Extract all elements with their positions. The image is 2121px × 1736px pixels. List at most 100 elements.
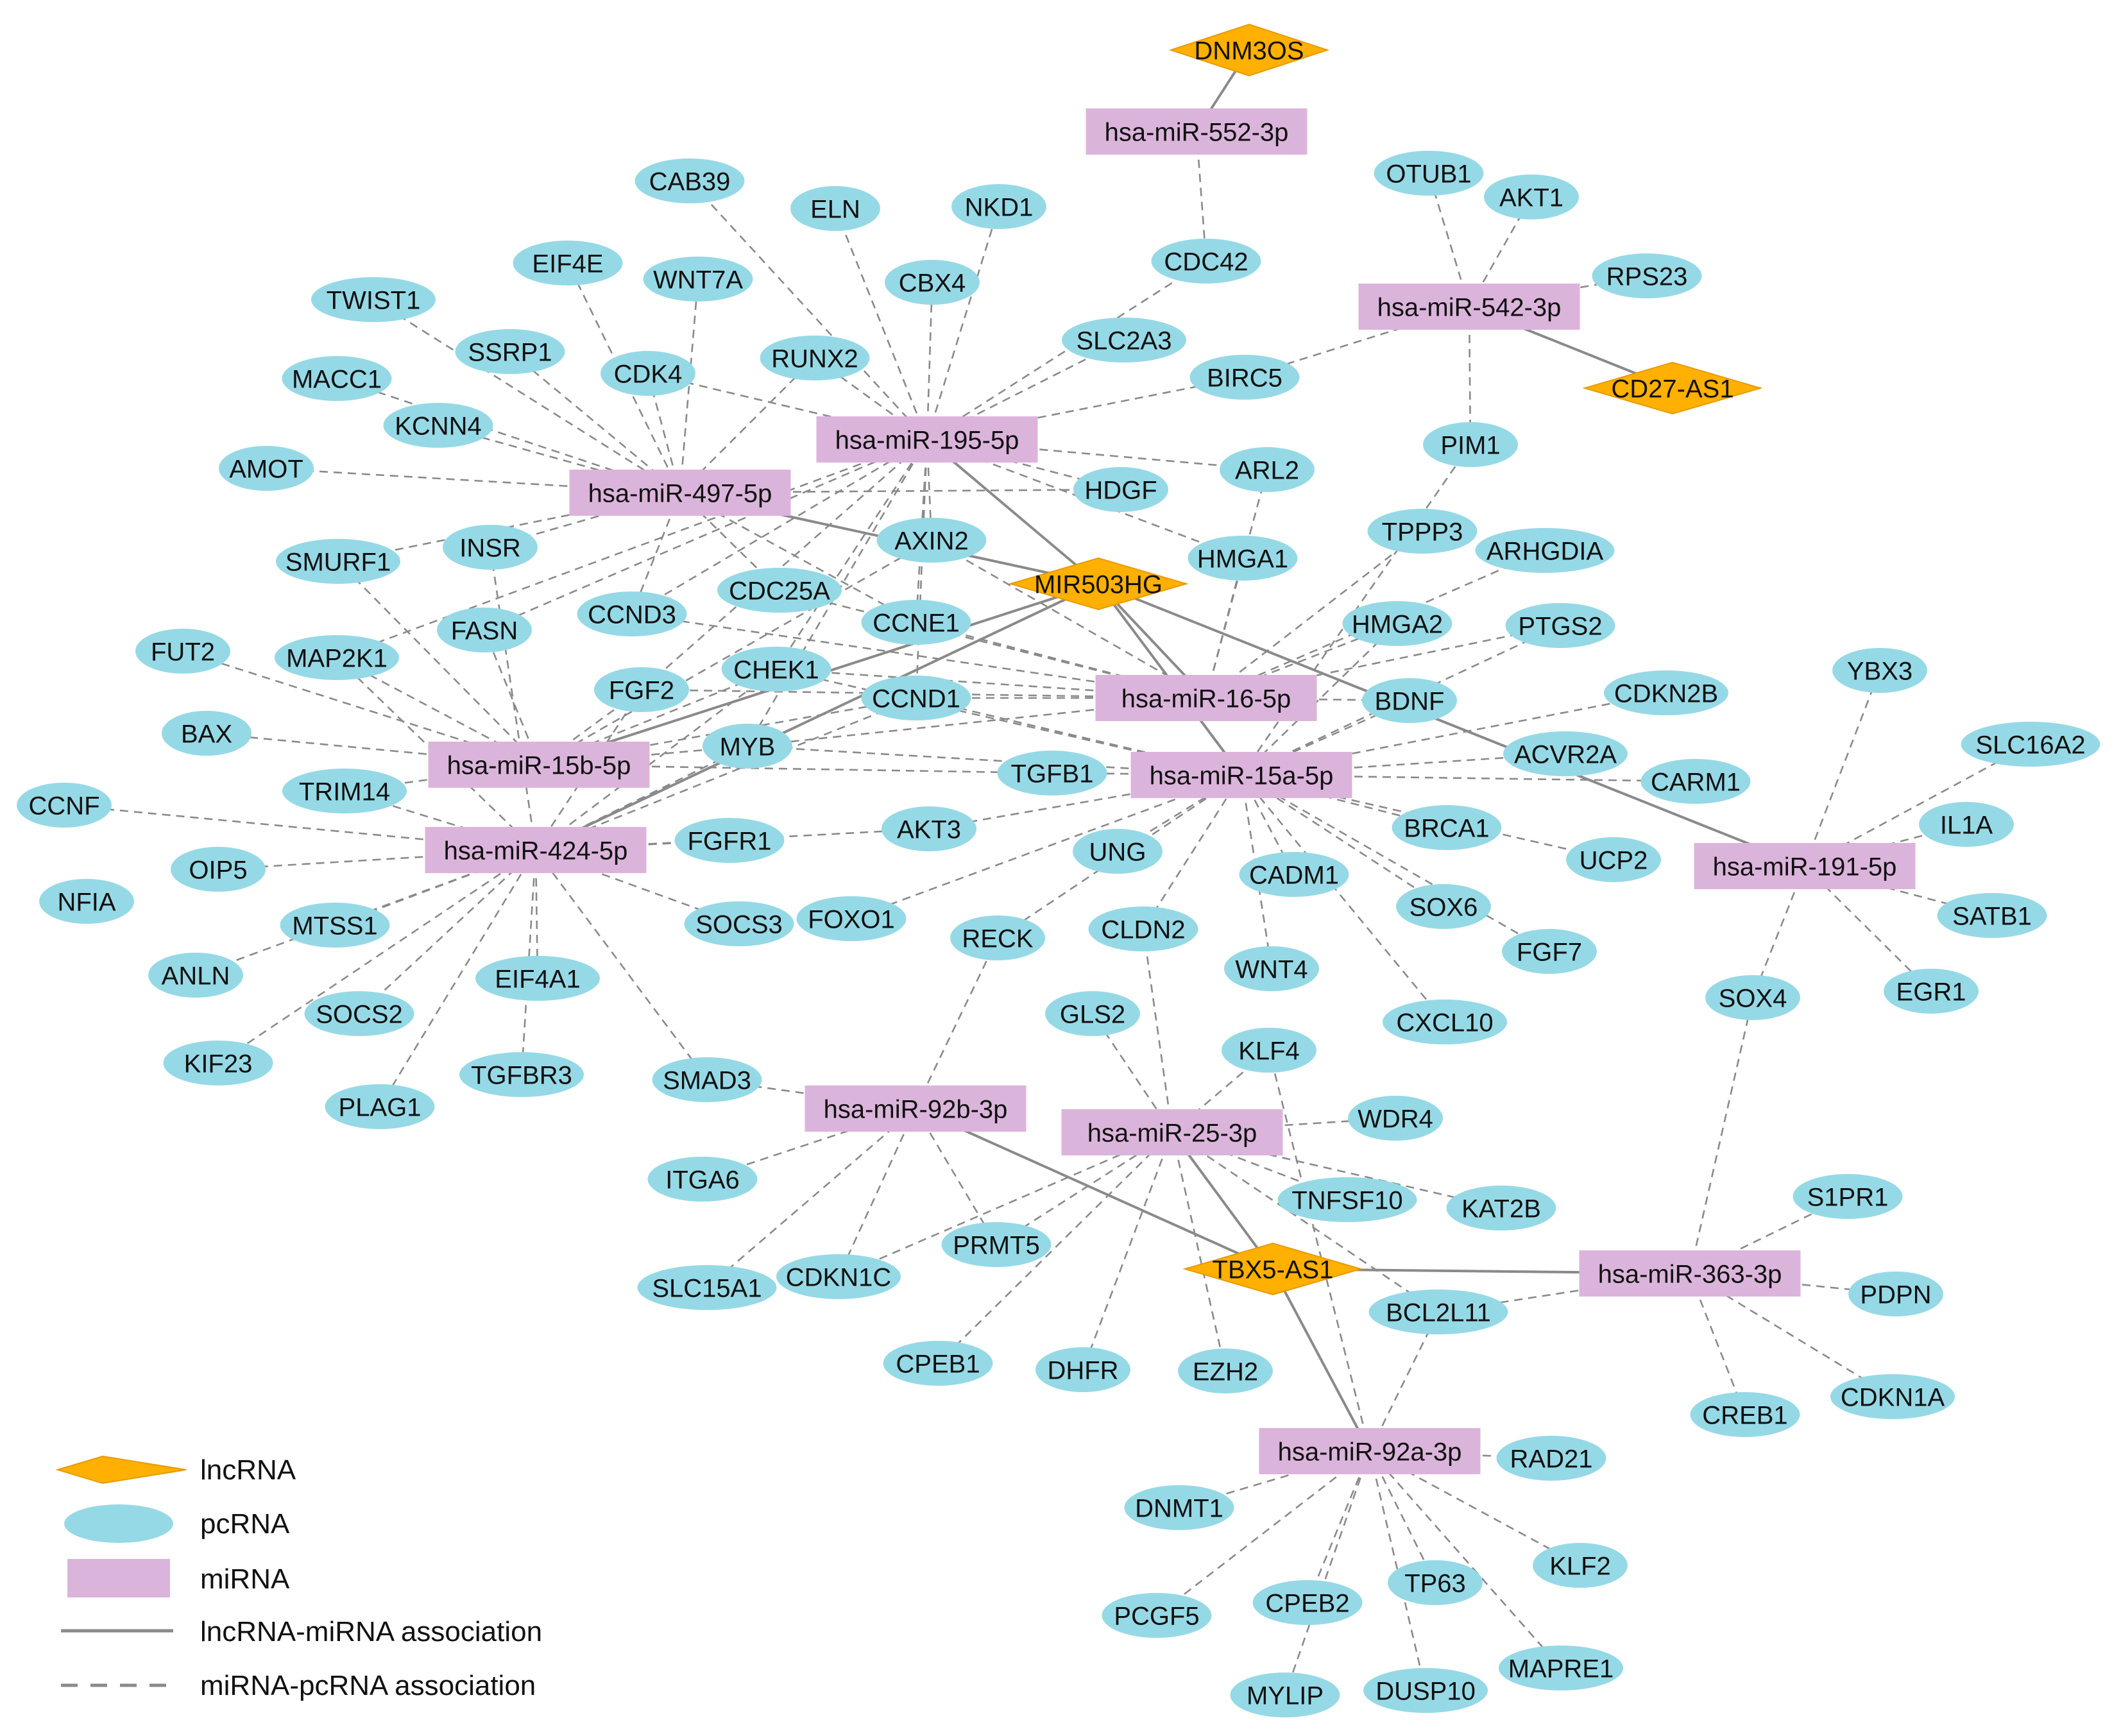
edge-hsa-mir-542-3p-pim1 <box>1468 306 1472 445</box>
pcrna-node-fasn: FASN <box>437 608 532 652</box>
pcrna-node-klf4: KLF4 <box>1222 1028 1316 1073</box>
pcrna-node-arl2: ARL2 <box>1220 447 1315 492</box>
node-label: hsa-miR-92a-3p <box>1278 1438 1462 1466</box>
pcrna-node-nkd1: NKD1 <box>951 184 1046 229</box>
edge-hsa-mir-424-5p-myb <box>535 745 748 851</box>
edge-hsa-mir-195-5p-eln <box>834 208 928 440</box>
pcrna-node-foxo1: FOXO1 <box>796 896 907 941</box>
node-label: CCNE1 <box>873 609 960 637</box>
node-label: DUSP10 <box>1376 1677 1476 1705</box>
edge-hsa-mir-25-3p-dhfr <box>1082 1132 1173 1370</box>
node-label: SLC15A1 <box>652 1274 762 1302</box>
node-label: hsa-miR-92b-3p <box>824 1095 1008 1123</box>
pcrna-ellipse <box>1230 1672 1340 1717</box>
edge-hsa-mir-15a-5p-cxcl10 <box>1240 774 1446 1023</box>
pcrna-ellipse <box>1793 1174 1903 1219</box>
pcrna-node-anln: ANLN <box>148 953 243 998</box>
pcrna-ellipse <box>577 591 687 636</box>
node-label: CREB1 <box>1702 1401 1787 1429</box>
pcrna-ellipse <box>459 1052 584 1097</box>
pcrna-node-tp63: TP63 <box>1388 1560 1483 1605</box>
node-label: SOCS3 <box>695 910 783 939</box>
pcrna-ellipse <box>1102 1593 1212 1638</box>
edge-hsa-mir-15a-5p-chek1 <box>776 668 1242 776</box>
node-label: EGR1 <box>1896 978 1966 1006</box>
node-label: SATB1 <box>1952 902 2032 930</box>
pcrna-node-ung: UNG <box>1073 829 1163 874</box>
edge-hsa-mir-542-3p-birc5 <box>1244 305 1470 379</box>
mirna-box <box>1358 284 1580 330</box>
pcrna-ellipse <box>1252 1580 1363 1625</box>
edge-hsa-mir-92b-3p-cdkn1c <box>837 1108 917 1277</box>
pcrna-node-pcgf5: PCGF5 <box>1102 1593 1212 1638</box>
node-label: SLC2A3 <box>1077 327 1172 355</box>
pcrna-ellipse <box>1035 1347 1130 1392</box>
legend-mirna-symbol <box>67 1559 170 1597</box>
node-label: hsa-miR-363-3p <box>1598 1260 1782 1288</box>
mirna-node-hsa-mir-16-5p: hsa-miR-16-5p <box>1095 675 1317 721</box>
mirna-box <box>1694 843 1916 889</box>
edge-hsa-mir-195-5p-ccnd1 <box>915 439 928 699</box>
pcrna-node-cldn2: CLDN2 <box>1088 906 1198 951</box>
node-label: AXIN2 <box>894 527 969 555</box>
node-label: IL1A <box>1940 811 1993 839</box>
node-label: KLF2 <box>1549 1552 1611 1580</box>
node-label: MACC1 <box>292 365 382 393</box>
pcrna-node-prmt5: PRMT5 <box>941 1222 1052 1267</box>
node-label: FUT2 <box>151 638 215 666</box>
pcrna-node-plag1: PLAG1 <box>325 1084 435 1129</box>
pcrna-node-ccne1: CCNE1 <box>861 600 971 645</box>
edge-hsa-mir-424-5p-smad3 <box>534 849 708 1080</box>
node-label: SOCS2 <box>316 1000 403 1028</box>
pcrna-node-birc5: BIRC5 <box>1189 355 1300 400</box>
mirna-box <box>1259 1428 1481 1474</box>
pcrna-ellipse <box>1503 731 1628 776</box>
lncrna-node-tbx5-as1: TBX5-AS1 <box>1182 1242 1363 1296</box>
lncrna-diamond <box>1182 1242 1363 1296</box>
pcrna-ellipse <box>637 1265 777 1310</box>
pcrna-ellipse <box>1363 1668 1488 1713</box>
node-label: CDK4 <box>614 360 683 388</box>
edge-hsa-mir-16-5p-tppp3 <box>1205 530 1423 699</box>
pcrna-ellipse <box>455 329 565 374</box>
node-label: NFIA <box>57 888 115 916</box>
edge-hsa-mir-363-3p-cdkn1a <box>1689 1272 1893 1398</box>
edge-hsa-mir-195-5p-map2k1 <box>336 438 928 659</box>
pcrna-node-cdkn1a: CDKN1A <box>1830 1374 1955 1419</box>
node-label: MYLIP <box>1247 1681 1324 1710</box>
node-label: FGF2 <box>609 676 674 704</box>
lncrna-node-dnm3os: DNM3OS <box>1168 23 1330 77</box>
node-label: CXCL10 <box>1396 1008 1493 1037</box>
edge-hsa-mir-195-5p-cdc42 <box>926 260 1207 441</box>
mirna-node-hsa-mir-191-5p: hsa-miR-191-5p <box>1694 843 1916 889</box>
node-label: FASN <box>451 617 518 645</box>
node-label: KCNN4 <box>395 412 482 440</box>
pcrna-node-acvr2a: ACVR2A <box>1503 731 1628 776</box>
pcrna-ellipse <box>684 901 794 946</box>
node-label: DNMT1 <box>1135 1494 1223 1522</box>
edge-hsa-mir-497-5p-twist1 <box>373 298 681 494</box>
pcrna-node-ybx3: YBX3 <box>1832 648 1927 693</box>
pcrna-node-hmga1: HMGA1 <box>1188 536 1298 581</box>
pcrna-ellipse <box>148 953 243 998</box>
pcrna-node-ccnf: CCNF <box>17 783 112 828</box>
node-label: WDR4 <box>1358 1105 1433 1133</box>
pcrna-ellipse <box>652 1057 762 1102</box>
node-label: MYB <box>720 733 776 761</box>
pcrna-ellipse <box>997 751 1107 796</box>
pcrna-node-twist1: TWIST1 <box>311 277 436 322</box>
pcrna-ellipse <box>1088 906 1198 951</box>
pcrna-node-dhfr: DHFR <box>1035 1347 1130 1392</box>
pcrna-node-ccnd1: CCND1 <box>861 676 971 720</box>
pcrna-ellipse <box>594 667 689 712</box>
pcrna-node-tgfbr3: TGFBR3 <box>459 1052 584 1097</box>
edge-hsa-mir-195-5p-cab39 <box>689 180 928 440</box>
pcrna-ellipse <box>1961 722 2100 767</box>
node-label: SMURF1 <box>285 548 391 576</box>
pcrna-ellipse <box>276 539 400 584</box>
pcrna-ellipse <box>1705 975 1800 1020</box>
mirna-node-hsa-mir-195-5p: hsa-miR-195-5p <box>816 416 1038 463</box>
node-label: PTGS2 <box>1518 612 1602 640</box>
mirna-node-hsa-mir-25-3p: hsa-miR-25-3p <box>1061 1109 1283 1155</box>
